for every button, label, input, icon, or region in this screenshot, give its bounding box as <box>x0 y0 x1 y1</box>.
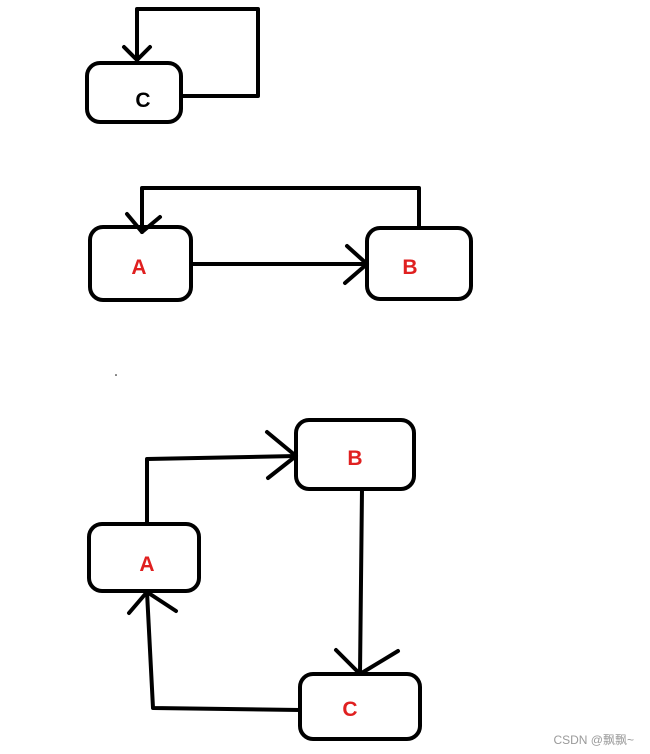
stray-dot <box>115 374 117 376</box>
edge-a-to-b <box>145 454 298 526</box>
edge-b-to-a <box>140 186 421 234</box>
edge-b-to-a-arrowhead <box>125 212 162 234</box>
diagram1-node-c-label: C <box>135 89 150 112</box>
node-c-box <box>298 672 422 741</box>
diagram-self-loop <box>85 7 260 124</box>
diagram-three-cycle <box>87 418 422 741</box>
edge-b-to-c <box>358 487 364 676</box>
self-loop-edge <box>135 7 260 98</box>
diagram-two-cycle <box>88 186 473 302</box>
edge-a-to-b-arrowhead <box>265 430 298 480</box>
edge-b-to-c-arrowhead <box>334 648 400 676</box>
node-b-box <box>365 226 473 301</box>
self-loop-arrowhead <box>122 45 152 62</box>
diagram3-node-b-label: B <box>347 447 362 470</box>
watermark-text: CSDN @飘飘~ <box>553 733 634 747</box>
edge-a-to-b-arrowhead <box>343 244 369 285</box>
node-a-box <box>87 522 201 593</box>
edge-c-to-a-arrowhead <box>127 590 178 615</box>
edge-c-to-a <box>145 590 302 712</box>
diagram2-node-a-label: A <box>131 256 146 279</box>
diagram3-node-a-label: A <box>139 553 154 576</box>
diagram3-node-c-label: C <box>342 698 357 721</box>
diagram2-node-b-label: B <box>402 256 417 279</box>
node-c-box <box>85 61 183 124</box>
